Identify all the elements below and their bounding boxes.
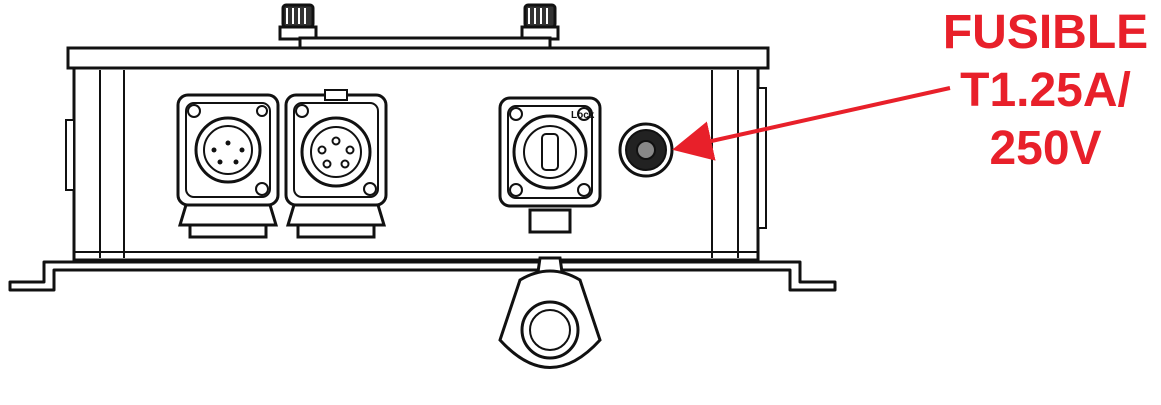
fuse-callout-line-3: 250V (989, 122, 1102, 175)
xlr-5pin-female-connector[interactable] (284, 89, 388, 239)
mounting-bracket (8, 260, 837, 292)
top-knob-left[interactable] (278, 3, 318, 41)
xlr-5pin-male-connector[interactable] (176, 93, 280, 239)
powercon-lock-label: Lock (571, 110, 595, 121)
fuse-callout-label: FUSIBLE T1.25A/ 250V (930, 4, 1161, 178)
top-knob-right[interactable] (520, 3, 560, 41)
fuse-holder[interactable] (618, 122, 674, 178)
fuse-callout-line-2: T1.25A/ (960, 64, 1131, 117)
powercon-connector[interactable] (498, 96, 602, 234)
fuse-callout-arrow (672, 86, 951, 161)
bottom-pendant-plug (498, 256, 602, 369)
fuse-callout-line-1: FUSIBLE (942, 6, 1149, 59)
